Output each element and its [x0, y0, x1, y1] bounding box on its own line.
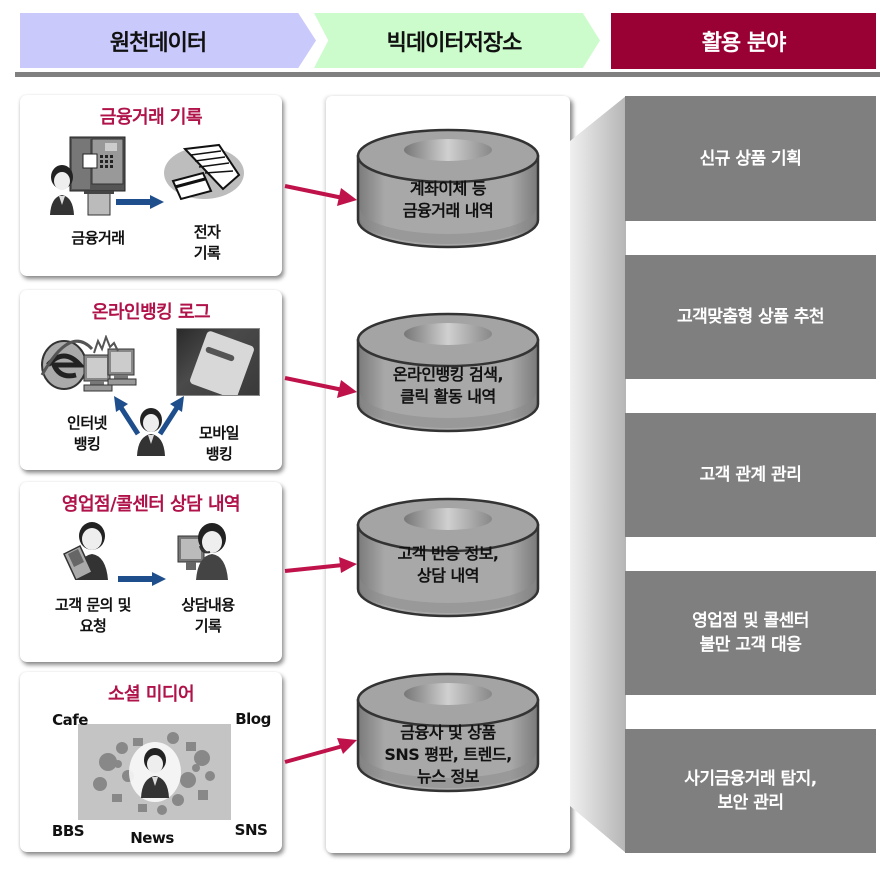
- user-with-phone-icon: [63, 522, 108, 580]
- usage-text-line: 고객맞춤형 상품 추천: [676, 307, 825, 327]
- receipt-card-icon: [164, 143, 244, 201]
- source-card-social-media: 소셜 미디어 Cafe Blog BBS News SNS: [20, 672, 282, 852]
- storage-text-line: 온라인뱅킹 검색,: [392, 365, 504, 384]
- storage-cylinder-financial: 계좌이체 등 금융거래 내역: [356, 128, 540, 250]
- social-media-cloud-icon: [78, 724, 231, 820]
- usage-complaint-handling: 영업점 및 콜센터 불만 고객 대응: [625, 571, 876, 695]
- left-label: 금융거래: [71, 229, 125, 247]
- storage-text-line: 금융사 및 상품: [400, 723, 496, 742]
- mobile-phone-photo-icon: [176, 328, 260, 396]
- right-label-line: 뱅킹: [205, 445, 233, 463]
- storage-text: 금융사 및 상품 SNS 평판, 트렌드, 뉴스 정보: [356, 722, 540, 788]
- label-sns: SNS: [234, 821, 268, 839]
- source-card-branch-callcenter: 영업점/콜센터 상담 내역 고객 문의 및 요청 상담내용 기록: [20, 482, 282, 662]
- right-label: 전자 기록: [172, 222, 242, 264]
- storage-text-line: 클릭 활동 내역: [400, 387, 496, 406]
- left-label-line: 고객 문의 및: [55, 596, 131, 614]
- storage-text-line: 뉴스 정보: [417, 767, 479, 786]
- internet-explorer-computers-icon: [40, 335, 137, 392]
- social-icons-cluster-icon: [93, 732, 215, 815]
- label-bbs: BBS: [51, 822, 85, 840]
- storage-text: 계좌이체 등 금융거래 내역: [356, 178, 540, 222]
- left-label: 고객 문의 및 요청: [38, 595, 148, 637]
- header-source-label: 원천데이터: [109, 30, 207, 56]
- header-big-data-storage: 빅데이터저장소: [314, 13, 600, 68]
- usage-text-line: 신규 상품 기획: [699, 148, 802, 169]
- database-cylinder-icon: [356, 128, 540, 249]
- label-blog: Blog: [235, 710, 271, 728]
- right-label-line: 전자: [193, 223, 221, 241]
- storage-text-line: 금융거래 내역: [402, 201, 494, 220]
- left-label-line: 요청: [79, 617, 107, 635]
- flow-arrows-icon: [114, 396, 184, 436]
- header-usage-label: 활용 분야: [701, 31, 787, 56]
- right-label: 모바일 뱅킹: [184, 423, 254, 465]
- usage-text-line: 고객 관계 관리: [699, 465, 802, 485]
- header-source-data: 원천데이터: [20, 13, 316, 68]
- card-title: 온라인뱅킹 로그: [91, 302, 211, 323]
- right-label: 상담내용 기록: [168, 595, 248, 637]
- left-label-line: 뱅킹: [73, 435, 101, 453]
- connector-arrow-icon: [284, 557, 357, 573]
- storage-text-line: 고객 반응 정보,: [397, 544, 499, 563]
- card-title: 금융거래 기록: [99, 107, 203, 128]
- right-label-line: 모바일: [199, 424, 239, 442]
- connector-arrow-icon: [284, 376, 357, 398]
- storage-cylinder-online-banking: 온라인뱅킹 검색, 클릭 활동 내역: [356, 312, 540, 434]
- header-storage-label: 빅데이터저장소: [386, 30, 523, 56]
- card-title: 소셜 미디어: [107, 684, 195, 705]
- storage-text-line: 상담 내역: [417, 566, 479, 585]
- usage-personalized-recommendation: 고객맞춤형 상품 추천: [625, 255, 876, 379]
- connector-arrow-icon: [284, 738, 357, 764]
- call-center-agent-icon: [177, 523, 228, 580]
- usage-fraud-detection-security: 사기금융거래 탐지, 보안 관리: [625, 729, 876, 853]
- storage-cylinder-customer-response: 고객 반응 정보, 상담 내역: [356, 497, 540, 619]
- label-news: News: [130, 829, 174, 847]
- storage-text: 온라인뱅킹 검색, 클릭 활동 내역: [356, 364, 540, 408]
- header-divider: [15, 72, 880, 77]
- usage-new-product-planning: 신규 상품 기획: [625, 96, 876, 221]
- right-label-line: 기록: [193, 244, 221, 262]
- flow-arrow-icon: [118, 572, 166, 586]
- storage-cylinder-sns-news: 금융사 및 상품 SNS 평판, 트렌드, 뉴스 정보: [356, 672, 540, 794]
- database-cylinder-icon: [356, 312, 540, 433]
- usage-text-line: 불만 고객 대응: [699, 635, 802, 655]
- connector-arrow-icon: [284, 184, 357, 206]
- storage-text: 고객 반응 정보, 상담 내역: [356, 543, 540, 587]
- usage-crm: 고객 관계 관리: [625, 413, 876, 537]
- left-label-line: 인터넷: [67, 414, 107, 432]
- right-label-line: 기록: [194, 617, 222, 635]
- usage-text-line: 영업점 및 콜센터: [692, 611, 809, 631]
- card-title: 영업점/콜센터 상담 내역: [61, 494, 241, 515]
- atm-user-icon: [50, 136, 126, 216]
- header-usage-areas: 활용 분야: [611, 13, 876, 69]
- perspective-connector: [570, 96, 626, 853]
- flow-arrow-icon: [116, 195, 164, 209]
- label-cafe: Cafe: [52, 711, 88, 729]
- database-cylinder-icon: [356, 672, 540, 793]
- user-icon: [137, 408, 165, 456]
- left-label: 인터넷 뱅킹: [52, 413, 122, 455]
- storage-text-line: SNS 평판, 트렌드,: [384, 745, 512, 764]
- source-card-financial-transactions: 금융거래 기록 금융거래 전자 기록: [20, 95, 282, 276]
- right-label-line: 상담내용: [181, 596, 235, 614]
- source-card-online-banking-log: 온라인뱅킹 로그 인터넷 뱅킹 모바일 뱅킹: [20, 290, 282, 470]
- storage-text-line: 계좌이체 등: [409, 179, 487, 198]
- usage-text-line: 사기금융거래 탐지,: [684, 769, 817, 789]
- usage-text-line: 보안 관리: [717, 793, 784, 813]
- database-cylinder-icon: [356, 497, 540, 618]
